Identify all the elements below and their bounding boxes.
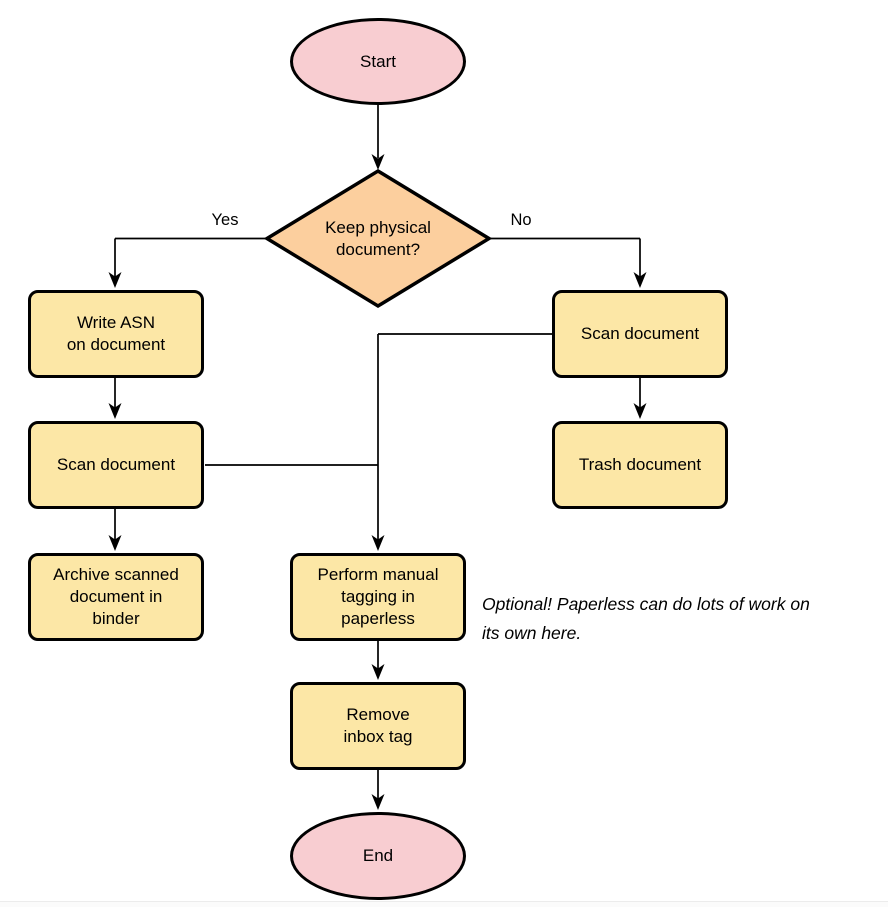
arrowhead-into-end bbox=[371, 794, 385, 810]
arrowhead-into-scan-right bbox=[633, 272, 647, 288]
node-scan-document-right: Scan document bbox=[552, 290, 728, 378]
node-archive-scanned-document-label: Archive scanned document in binder bbox=[53, 565, 179, 628]
edge-label-no: No bbox=[510, 211, 532, 229]
arrowhead-into-archive bbox=[108, 535, 122, 551]
optional-note: Optional! Paperless can do lots of work … bbox=[482, 594, 810, 643]
node-write-asn-label: Write ASN on document bbox=[66, 313, 166, 354]
node-end-label: End bbox=[362, 846, 394, 865]
node-start-label: Start bbox=[360, 51, 396, 71]
node-start: Start bbox=[290, 18, 466, 105]
page-bottom-edge bbox=[0, 901, 888, 907]
node-keep-physical-document-label: Keep physical document? bbox=[325, 218, 431, 259]
arrowhead-into-tagging bbox=[371, 535, 385, 551]
edge-label-yes: Yes bbox=[211, 211, 239, 229]
node-remove-inbox-tag: Remove inbox tag bbox=[290, 682, 466, 770]
node-remove-inbox-tag-label: Remove inbox tag bbox=[343, 705, 413, 746]
arrowhead-into-write-asn bbox=[108, 272, 122, 288]
node-trash-document: Trash document bbox=[552, 421, 728, 509]
node-archive-scanned-document: Archive scanned document in binder bbox=[28, 553, 204, 641]
decision-diamond-shape bbox=[263, 168, 493, 309]
node-end: End bbox=[290, 812, 466, 900]
arrowhead-into-trash bbox=[633, 403, 647, 419]
node-scan-document-left-label: Scan document bbox=[56, 455, 176, 474]
arrowhead-into-decision bbox=[371, 154, 385, 170]
node-trash-document-label: Trash document bbox=[578, 455, 702, 474]
arrowhead-into-remove bbox=[371, 664, 385, 680]
node-manual-tagging-label: Perform manual tagging in paperless bbox=[317, 565, 439, 628]
node-scan-document-left: Scan document bbox=[28, 421, 204, 509]
node-manual-tagging: Perform manual tagging in paperless bbox=[290, 553, 466, 641]
node-scan-document-right-label: Scan document bbox=[580, 324, 700, 343]
arrowhead-into-scan-left bbox=[108, 403, 122, 419]
node-write-asn: Write ASN on document bbox=[28, 290, 204, 378]
node-keep-physical-document: Keep physical document? bbox=[288, 212, 468, 266]
